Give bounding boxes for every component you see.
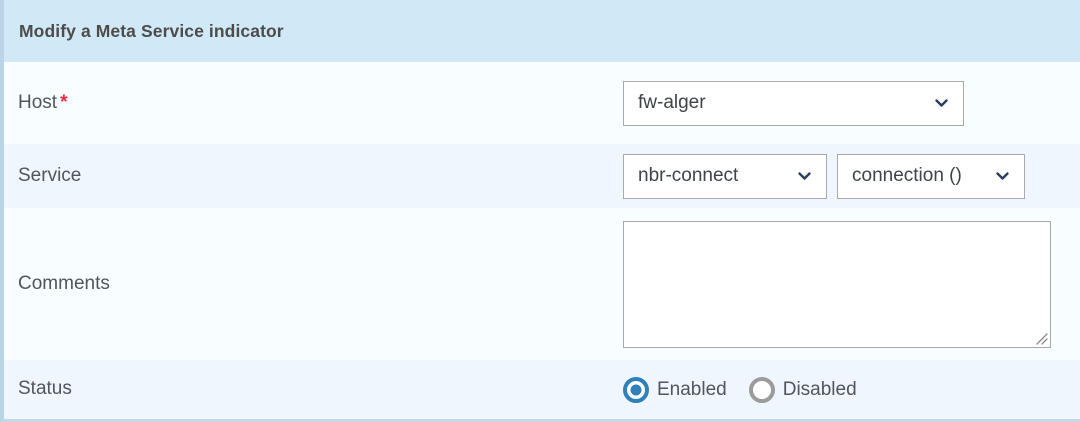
service-label: Service [4, 165, 623, 188]
metric-select-value: connection () [852, 165, 962, 186]
host-field: fw-alger [623, 80, 1080, 126]
chevron-down-icon [933, 95, 950, 112]
status-label-text: Status [18, 378, 72, 400]
host-label-text: Host [18, 91, 58, 113]
service-select[interactable]: nbr-connect [623, 153, 827, 199]
page-title: Modify a Meta Service indicator [19, 20, 284, 41]
status-radio-group: Enabled Disabled [623, 376, 857, 403]
comments-textarea-wrapper [623, 220, 1051, 348]
form-row-status: Status Enabled Disabled [4, 360, 1080, 419]
comments-field [623, 220, 1080, 348]
host-select-value: fw-alger [638, 92, 706, 113]
required-asterisk: * [60, 91, 68, 113]
comments-label: Comments [4, 273, 623, 296]
status-option-disabled-label: Disabled [782, 378, 857, 400]
comments-input[interactable] [624, 221, 1050, 347]
status-field: Enabled Disabled [623, 376, 1080, 403]
status-option-disabled[interactable]: Disabled [748, 376, 857, 403]
form-row-service: Service nbr-connect connection () [4, 144, 1080, 208]
comments-label-text: Comments [18, 272, 110, 294]
metric-select[interactable]: connection () [837, 153, 1025, 199]
panel-header: Modify a Meta Service indicator [4, 0, 1080, 62]
status-label: Status [4, 378, 623, 401]
service-select-value: nbr-connect [638, 165, 739, 186]
radio-selected-icon [623, 376, 649, 403]
status-option-enabled[interactable]: Enabled [623, 376, 727, 403]
host-select[interactable]: fw-alger [623, 80, 964, 126]
chevron-down-icon [994, 168, 1011, 185]
form-row-host: Host* fw-alger [4, 62, 1080, 144]
radio-unselected-icon [748, 376, 775, 403]
host-label: Host* [4, 92, 623, 115]
form-row-comments: Comments [4, 208, 1080, 360]
service-field: nbr-connect connection () [623, 153, 1080, 199]
status-option-enabled-label: Enabled [657, 378, 727, 400]
chevron-down-icon [796, 168, 813, 185]
service-label-text: Service [18, 164, 82, 186]
